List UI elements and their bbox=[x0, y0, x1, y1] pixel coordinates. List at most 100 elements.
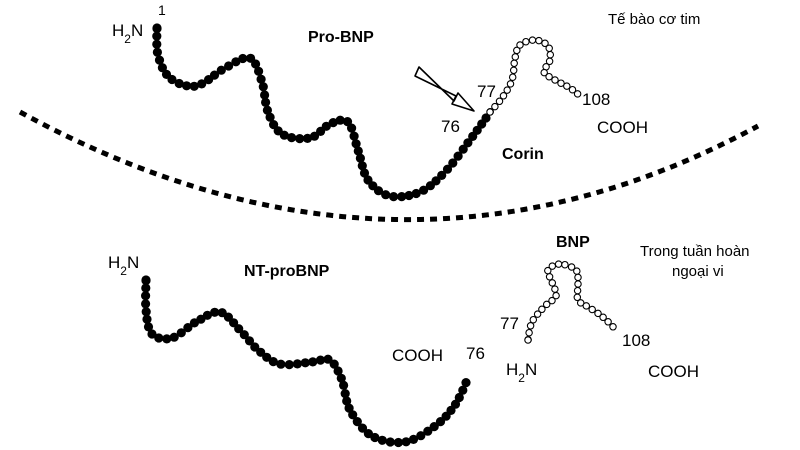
amino-acid-bead bbox=[573, 90, 582, 98]
amino-acid-bead bbox=[183, 323, 193, 333]
amino-acid-bead bbox=[538, 305, 546, 314]
amino-acid-bead bbox=[349, 131, 359, 141]
amino-acid-bead bbox=[540, 68, 548, 77]
amino-acid-bead bbox=[604, 318, 612, 326]
amino-acid-bead bbox=[526, 322, 535, 330]
amino-acid-bead bbox=[533, 310, 542, 318]
corin-label: Corin bbox=[502, 146, 544, 163]
amino-acid-bead bbox=[503, 86, 511, 94]
amino-acid-bead bbox=[284, 360, 294, 370]
circulation-line2-label: ngoại vi bbox=[672, 263, 724, 280]
amino-acid-bead bbox=[513, 46, 521, 55]
amino-acid-bead bbox=[576, 299, 585, 307]
amino-acid-bead bbox=[167, 74, 177, 85]
amino-acid-bead bbox=[542, 300, 551, 309]
amino-acid-bead bbox=[510, 59, 518, 68]
amino-acid-bead bbox=[329, 359, 339, 369]
amino-acid-bead bbox=[141, 307, 151, 317]
amino-acid-bead bbox=[250, 342, 260, 352]
amino-acid-bead bbox=[453, 151, 463, 161]
amino-acid-bead bbox=[551, 76, 559, 84]
amino-acid-bead bbox=[463, 138, 473, 148]
amino-acid-bead bbox=[458, 385, 468, 395]
amino-acid-bead bbox=[499, 92, 508, 100]
amino-acid-bead bbox=[551, 285, 559, 293]
amino-acid-bead bbox=[481, 113, 491, 123]
amino-acid-bead bbox=[262, 352, 272, 362]
circulation-line1-label: Trong tuần hoàn bbox=[640, 243, 750, 260]
amino-acid-bead bbox=[302, 133, 313, 143]
amino-acid-bead bbox=[552, 291, 560, 300]
amino-acid-bead bbox=[450, 399, 461, 409]
amino-acid-bead bbox=[347, 123, 357, 133]
amino-acid-bead bbox=[254, 66, 264, 76]
amino-acid-bead bbox=[548, 296, 556, 305]
amino-acid-bead bbox=[461, 378, 471, 388]
amino-acid-bead bbox=[545, 273, 554, 281]
pro-bnp-label: Pro-BNP bbox=[308, 29, 374, 46]
corin-cleavage-arrow-icon bbox=[414, 66, 475, 112]
amino-acid-bead bbox=[141, 283, 151, 293]
amino-acid-bead bbox=[431, 176, 441, 186]
amino-acid-bead bbox=[397, 192, 407, 202]
amino-acid-bead bbox=[401, 437, 411, 447]
top-h2n-label: H2N bbox=[112, 21, 143, 46]
amino-acid-bead bbox=[404, 190, 414, 201]
amino-acid-bead bbox=[141, 299, 151, 309]
amino-acid-bead bbox=[256, 74, 266, 84]
amino-acid-bead bbox=[342, 396, 352, 406]
amino-acid-bead bbox=[169, 332, 179, 342]
amino-acid-bead bbox=[437, 170, 447, 180]
amino-acid-bead bbox=[333, 366, 343, 376]
amino-acid-bead bbox=[373, 186, 384, 196]
amino-acid-bead bbox=[588, 305, 596, 314]
amino-acid-bead bbox=[548, 279, 557, 287]
amino-acid-bead bbox=[506, 80, 515, 88]
amino-acid-bead bbox=[251, 59, 261, 69]
amino-acid-bead bbox=[458, 144, 468, 154]
amino-acid-bead bbox=[335, 115, 345, 125]
amino-acid-bead bbox=[573, 286, 582, 295]
amino-acid-bead bbox=[554, 260, 563, 268]
amino-acid-bead bbox=[573, 267, 581, 275]
amino-acid-bead bbox=[216, 65, 226, 75]
amino-acid-bead bbox=[528, 36, 537, 44]
residue-76-top-label: 76 bbox=[441, 117, 460, 136]
amino-acid-bead bbox=[509, 66, 518, 75]
amino-acid-bead bbox=[609, 323, 617, 331]
amino-acid-bead bbox=[162, 334, 172, 344]
amino-acid-bead bbox=[377, 435, 387, 445]
bottom-nt-probnp-bead-chain bbox=[141, 275, 471, 448]
amino-acid-bead bbox=[152, 39, 162, 49]
amino-acid-bead bbox=[209, 70, 220, 80]
amino-acid-bead bbox=[525, 328, 533, 337]
amino-acid-bead bbox=[411, 188, 421, 199]
amino-acid-bead bbox=[239, 330, 249, 340]
amino-acid-bead bbox=[261, 97, 271, 107]
amino-acid-bead bbox=[295, 134, 305, 144]
bottom-bnp-bead-chain bbox=[524, 260, 617, 344]
amino-acid-bead bbox=[352, 417, 362, 427]
amino-acid-bead bbox=[143, 322, 154, 332]
amino-acid-bead bbox=[491, 102, 499, 111]
amino-acid-bead bbox=[336, 373, 346, 383]
amino-acid-bead bbox=[599, 313, 607, 322]
amino-acid-bead bbox=[567, 263, 576, 271]
amino-acid-bead bbox=[141, 275, 151, 285]
residue-76-bottom-label: 76 bbox=[466, 344, 485, 363]
amino-acid-bead bbox=[351, 139, 361, 149]
top-nt-probnp-bead-chain bbox=[152, 23, 491, 202]
amino-acid-bead bbox=[541, 39, 549, 48]
amino-acid-bead bbox=[321, 121, 331, 131]
amino-acid-bead bbox=[381, 190, 391, 200]
amino-acid-bead bbox=[529, 315, 538, 324]
cell-membrane-boundary bbox=[18, 109, 760, 223]
amino-acid-bead bbox=[244, 336, 255, 346]
amino-acid-bead bbox=[152, 23, 162, 33]
amino-acid-bead bbox=[545, 57, 554, 66]
amino-acid-bead bbox=[339, 380, 349, 390]
amino-acid-bead bbox=[268, 357, 278, 367]
amino-acid-bead bbox=[279, 130, 289, 140]
amino-acid-bead bbox=[557, 79, 565, 87]
